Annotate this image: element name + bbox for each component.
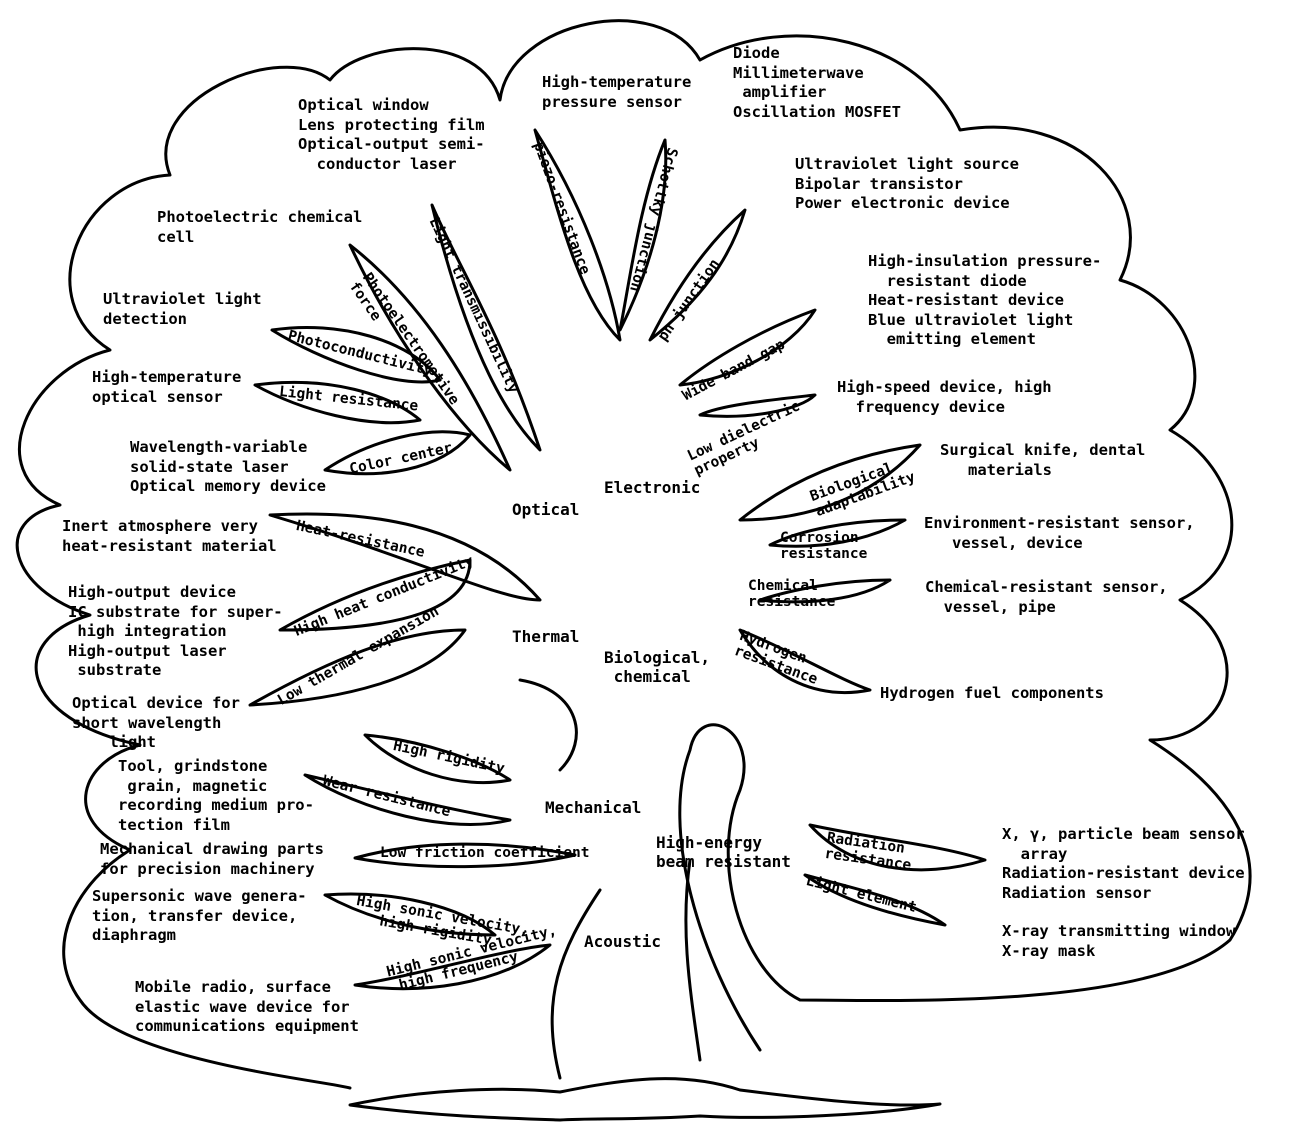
property-chemical-resistance: Chemical resistance bbox=[748, 578, 836, 610]
app-supersonic: Supersonic wave genera- tion, transfer d… bbox=[92, 887, 307, 944]
trunk bbox=[550, 858, 702, 1080]
branch-schottky bbox=[618, 138, 668, 332]
app-high-insulation: High-insulation pressure- resistant diod… bbox=[868, 252, 1102, 348]
category-electronic: Electronic bbox=[604, 478, 701, 497]
category-mechanical: Mechanical bbox=[545, 798, 642, 817]
branch-high-sonic-frequency bbox=[353, 943, 552, 991]
app-high-temp-pressure-sensor: High-temperature pressure sensor bbox=[542, 73, 692, 111]
property-corrosion-resistance: Corrosion resistance bbox=[780, 530, 868, 562]
branch-lower-loop bbox=[518, 678, 578, 772]
app-high-speed-device: High-speed device, high frequency device bbox=[837, 378, 1052, 416]
branch-high-sonic-rigidity bbox=[323, 892, 497, 937]
branch-biological bbox=[738, 443, 922, 522]
branch-color-center bbox=[323, 430, 472, 476]
branch-heat-resistance bbox=[268, 512, 542, 602]
property-low-friction: Low friction coefficient bbox=[380, 845, 590, 861]
app-optical-short-wave: Optical device for short wavelength ligh… bbox=[72, 694, 240, 751]
branch-high-heat-conductivity bbox=[278, 558, 472, 632]
app-wavelength-laser: Wavelength-variable solid-state laser Op… bbox=[130, 438, 326, 495]
branch-photoconductivity bbox=[270, 326, 442, 384]
app-mechanical-drawing: Mechanical drawing parts for precision m… bbox=[100, 840, 324, 878]
crown-outline bbox=[15, 19, 1252, 1090]
app-xray-sensor: X, γ, particle beam sensor array Radiati… bbox=[1002, 825, 1245, 902]
app-uv-detection: Ultraviolet light detection bbox=[103, 290, 262, 328]
branch-low-thermal-expansion bbox=[248, 628, 467, 707]
branch-low-friction bbox=[353, 842, 577, 869]
category-biological-chemical: Biological, chemical bbox=[604, 648, 710, 686]
branch-hydrogen bbox=[738, 628, 872, 694]
app-high-temp-optical-sensor: High-temperature optical sensor bbox=[92, 368, 242, 406]
branch-light-transmissibility bbox=[430, 203, 542, 452]
app-chemical-sensor: Chemical-resistant sensor, vessel, pipe bbox=[925, 578, 1168, 616]
category-acoustic: Acoustic bbox=[584, 932, 662, 951]
branch-wide-band-gap bbox=[678, 308, 817, 387]
branch-low-dielectric bbox=[698, 393, 817, 418]
app-optical-window: Optical window Lens protecting film Opti… bbox=[298, 96, 485, 173]
branch-piezoresistance bbox=[533, 128, 622, 342]
app-high-output-device: High-output device IC substrate for supe… bbox=[68, 583, 283, 679]
branch-pn-junction bbox=[648, 208, 747, 342]
branch-chemical bbox=[758, 578, 892, 604]
app-environment-sensor: Environment-resistant sensor, vessel, de… bbox=[924, 514, 1195, 552]
app-photoelectric-cell: Photoelectric chemical cell bbox=[157, 208, 363, 246]
category-optical: Optical bbox=[512, 500, 580, 519]
app-uv-light-source: Ultraviolet light source Bipolar transis… bbox=[795, 155, 1019, 212]
app-inert-atmosphere: Inert atmosphere very heat-resistant mat… bbox=[62, 517, 277, 555]
app-mobile-radio: Mobile radio, surface elastic wave devic… bbox=[135, 978, 359, 1035]
category-high-energy: High-energy beam resistant bbox=[656, 833, 791, 871]
category-thermal: Thermal bbox=[512, 627, 580, 646]
ground-line bbox=[348, 1077, 942, 1122]
branch-photoelectromotive bbox=[348, 243, 512, 472]
app-xray-window: X-ray transmitting window X-ray mask bbox=[1002, 922, 1236, 960]
branch-wear-resistance bbox=[303, 773, 512, 826]
app-hydrogen-fuel: Hydrogen fuel components bbox=[880, 684, 1104, 702]
app-tool-grindstone: Tool, grindstone grain, magnetic recordi… bbox=[118, 757, 314, 834]
branch-light-element bbox=[803, 873, 947, 927]
app-diode-group: Diode Millimeterwave amplifier Oscillati… bbox=[733, 44, 901, 121]
branch-corrosion bbox=[768, 518, 907, 548]
app-surgical-knife: Surgical knife, dental materials bbox=[940, 441, 1146, 479]
branch-high-rigidity bbox=[363, 733, 512, 785]
branch-radiation bbox=[808, 823, 987, 872]
branch-light-resistance bbox=[253, 380, 422, 425]
